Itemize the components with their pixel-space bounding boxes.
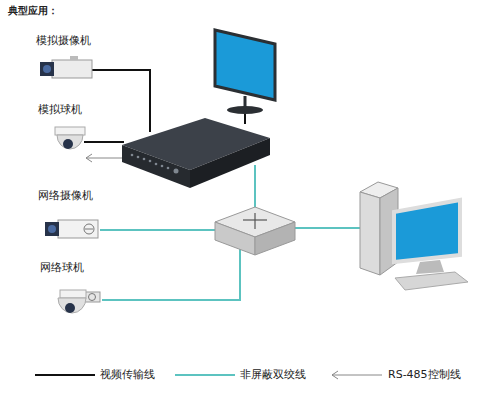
dvr-part-part xyxy=(131,154,134,157)
video-wire-part xyxy=(92,70,150,132)
network-camera-part xyxy=(48,225,56,233)
device-node: 网络球机 xyxy=(40,261,120,331)
dvr-part xyxy=(190,138,270,188)
dvr-part xyxy=(122,145,190,188)
device-label: 网络摄像机 xyxy=(38,189,118,203)
analog-dome-part xyxy=(63,139,73,149)
analog-dome-part xyxy=(55,127,85,135)
analog-camera-part xyxy=(70,56,78,60)
analog-camera xyxy=(40,56,92,78)
analog-camera-part xyxy=(40,62,54,76)
device-label: 模拟摄像机 xyxy=(36,34,116,48)
legend-text: RS-485控制线 xyxy=(388,368,461,382)
network-camera-part xyxy=(85,229,93,230)
computer-part xyxy=(360,192,380,275)
legend-text: 视频传输线 xyxy=(100,368,155,382)
computer-part xyxy=(416,260,444,274)
dvr-part-part xyxy=(137,156,140,159)
network-switch-part-part xyxy=(254,213,255,229)
computer xyxy=(360,182,468,290)
network-dome-part xyxy=(89,294,96,301)
network-switch-part xyxy=(215,222,255,255)
twisted-pair-wire xyxy=(100,165,362,300)
legend-sample-part xyxy=(332,371,338,379)
network-camera-part xyxy=(45,222,59,236)
dvr-part xyxy=(131,154,179,174)
twisted-pair-wire-part xyxy=(102,246,240,300)
device-label: 网络球机 xyxy=(40,261,120,275)
video-wire-part xyxy=(84,141,124,143)
network-switch-part xyxy=(255,222,295,255)
device-node: 网络摄像机 xyxy=(38,189,118,241)
network-dome-part xyxy=(60,290,86,298)
dvr-part-part xyxy=(161,165,164,168)
dvr-part-part xyxy=(155,163,158,166)
twisted-pair-wire-part xyxy=(100,229,222,231)
network-dome-part xyxy=(65,303,75,313)
analog-camera-part xyxy=(52,60,92,78)
computer-part xyxy=(394,200,460,262)
network-dome-part xyxy=(58,298,86,313)
rs485-arrow-part xyxy=(86,154,92,162)
dvr-part-part xyxy=(167,167,170,170)
network-dome xyxy=(58,290,100,313)
twisted-pair-wire-part xyxy=(290,227,362,229)
monitor xyxy=(215,30,275,114)
network-switch xyxy=(215,207,295,255)
diagram-title: 典型应用： xyxy=(8,4,58,18)
network-camera xyxy=(45,220,98,238)
computer-part xyxy=(395,272,468,290)
network-switch-part xyxy=(243,213,267,229)
device-node: 模拟球机 xyxy=(38,103,118,163)
analog-dome xyxy=(55,127,85,149)
legend-text: 非屏蔽双绞线 xyxy=(240,368,306,382)
device-label: 模拟球机 xyxy=(38,103,118,117)
network-camera-part xyxy=(84,224,94,234)
monitor-part xyxy=(244,96,247,107)
analog-camera-part xyxy=(43,65,51,73)
dvr xyxy=(122,118,270,188)
legend-sample-part xyxy=(332,375,382,376)
dvr-part-part xyxy=(174,169,179,174)
legend-sample xyxy=(35,371,382,379)
device-node: 模拟摄像机 xyxy=(36,34,116,84)
rs485-arrow xyxy=(86,154,126,162)
monitor-part xyxy=(227,106,263,114)
legend-sample-part xyxy=(175,374,235,376)
analog-dome-part xyxy=(57,135,83,149)
dvr-part-part xyxy=(143,158,146,161)
rs485-arrow-part xyxy=(86,158,126,159)
twisted-pair-wire-part xyxy=(254,165,256,212)
legend-sample-part xyxy=(35,374,95,376)
network-camera-part xyxy=(58,220,98,238)
dvr-part-part xyxy=(149,160,152,163)
monitor-part xyxy=(215,30,275,100)
